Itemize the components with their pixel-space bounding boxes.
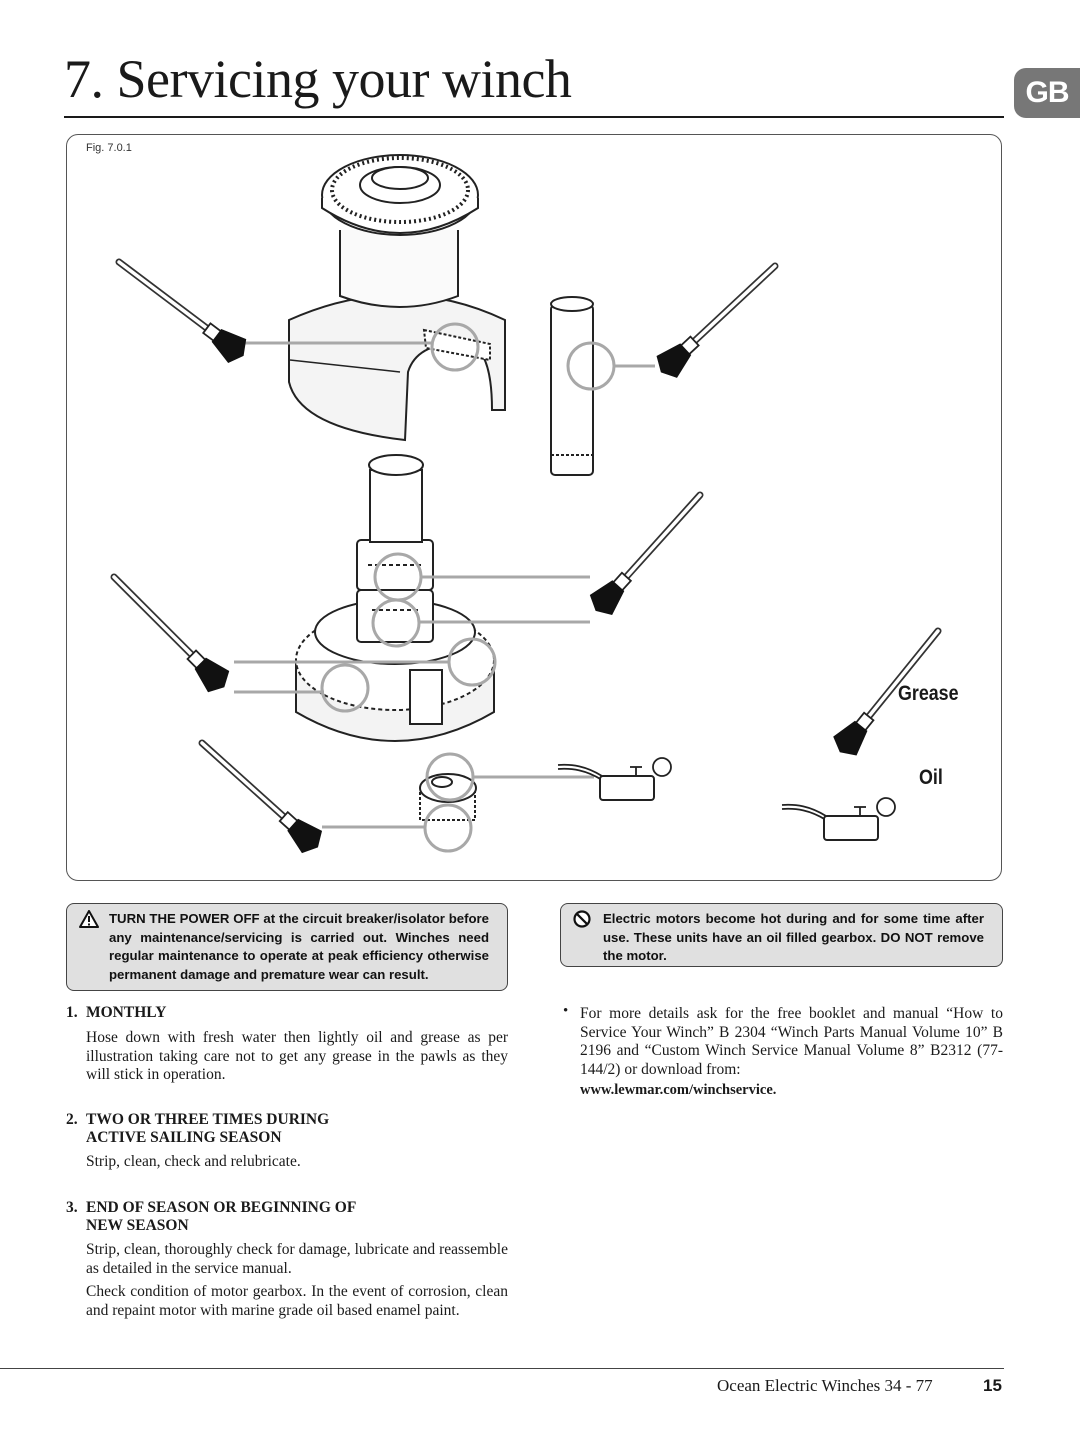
warning-triangle-icon — [79, 910, 99, 928]
bullet-symbol: • — [563, 1003, 569, 1019]
leader-lines — [234, 341, 655, 829]
winch-exploded-illustration — [66, 154, 1002, 881]
section-title: TWO OR THREE TIMES DURING ACTIVE SAILING… — [86, 1111, 330, 1146]
language-tab: GB — [1014, 68, 1080, 118]
figure-label: Fig. 7.0.1 — [86, 142, 132, 154]
grease-brush-icons — [103, 250, 949, 859]
legend-grease-label: Grease — [898, 682, 959, 705]
section-heading-sailing-season: 2. TWO OR THREE TIMES DURING ACTIVE SAIL… — [66, 1111, 386, 1147]
caution-text: Electric motors become hot during and fo… — [603, 911, 984, 963]
section-title: MONTHLY — [86, 1004, 167, 1021]
section-heading-end-of-season: 3. END OF SEASON OR BEGINNING OF NEW SEA… — [66, 1199, 386, 1235]
page-title: 7. Servicing your winch — [64, 49, 572, 109]
winch-drum — [288, 154, 506, 442]
winch-service-link[interactable]: www.lewmar.com/winchservice. — [580, 1082, 777, 1098]
caution-notice: Electric motors become hot during and fo… — [560, 903, 1003, 967]
section-title: END OF SEASON OR BEGINNING OF NEW SEASON — [86, 1199, 356, 1234]
section-number: 3. — [66, 1199, 78, 1216]
section-paragraph: Strip, clean, thoroughly check for damag… — [86, 1241, 508, 1277]
section-heading-monthly: 1. MONTHLY — [66, 1004, 486, 1022]
service-info-text: For more details ask for the free bookle… — [580, 1005, 1003, 1078]
warning-text: TURN THE POWER OFF at the circuit breake… — [109, 911, 489, 982]
figure-frame — [66, 134, 1002, 881]
page-number: 15 — [983, 1376, 1002, 1395]
section-number: 2. — [66, 1111, 78, 1128]
section-paragraph: Check condition of motor gearbox. In the… — [86, 1283, 508, 1319]
oil-can-icons — [557, 757, 896, 841]
section-number: 1. — [66, 1004, 78, 1021]
legend-oil-label: Oil — [919, 766, 943, 789]
footer-publication-title: Ocean Electric Winches 34 - 77 — [717, 1376, 933, 1395]
warning-notice: TURN THE POWER OFF at the circuit breake… — [66, 903, 508, 991]
section-paragraph: Strip, clean, check and relubricate. — [86, 1153, 301, 1170]
footer-rule — [0, 1368, 1004, 1369]
title-rule — [64, 116, 1004, 118]
centre-stem — [295, 454, 495, 742]
prohibition-icon — [573, 910, 591, 928]
drive-shaft — [550, 296, 594, 476]
section-paragraph: Hose down with fresh water then lightly … — [86, 1029, 508, 1083]
